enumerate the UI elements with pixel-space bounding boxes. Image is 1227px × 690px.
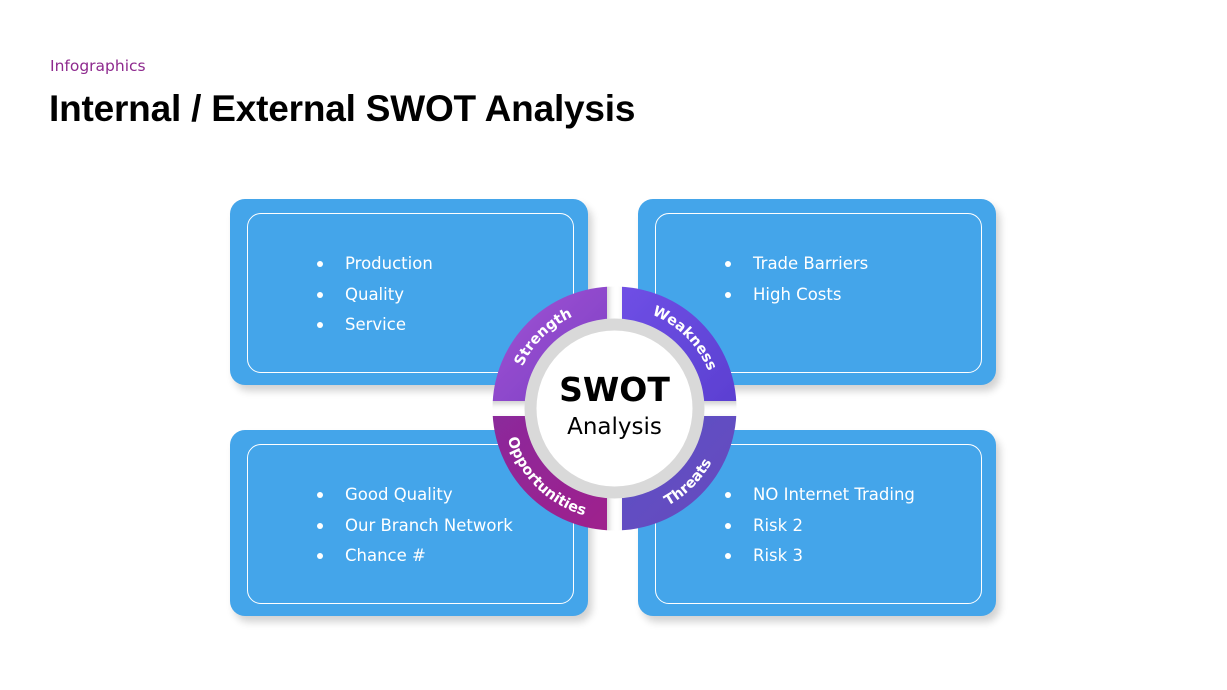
threats-list: NO Internet Trading Risk 2 Risk 3 <box>722 480 915 572</box>
box-border <box>247 444 574 604</box>
center-title: SWOT <box>559 370 670 409</box>
list-item: Risk 2 <box>722 511 915 542</box>
list-item: Risk 3 <box>722 541 915 572</box>
center-disc <box>536 330 693 487</box>
weakness-list: Trade Barriers High Costs <box>722 249 868 310</box>
box-border <box>655 444 982 604</box>
list-item: NO Internet Trading <box>722 480 915 511</box>
strength-box: Production Quality Service <box>230 199 588 385</box>
box-border <box>655 213 982 373</box>
slide-subtitle: Infographics <box>50 57 146 75</box>
list-item: Good Quality <box>314 480 513 511</box>
strength-list: Production Quality Service <box>314 249 433 341</box>
opportunities-list: Good Quality Our Branch Network Chance # <box>314 480 513 572</box>
list-item: Service <box>314 310 433 341</box>
list-item: Quality <box>314 280 433 311</box>
list-item: Production <box>314 249 433 280</box>
list-item: Chance # <box>314 541 513 572</box>
box-border <box>247 213 574 373</box>
list-item: Trade Barriers <box>722 249 868 280</box>
list-item: Our Branch Network <box>314 511 513 542</box>
list-item: High Costs <box>722 280 868 311</box>
slide-title: Internal / External SWOT Analysis <box>49 88 636 129</box>
center-subtitle: Analysis <box>567 414 662 440</box>
